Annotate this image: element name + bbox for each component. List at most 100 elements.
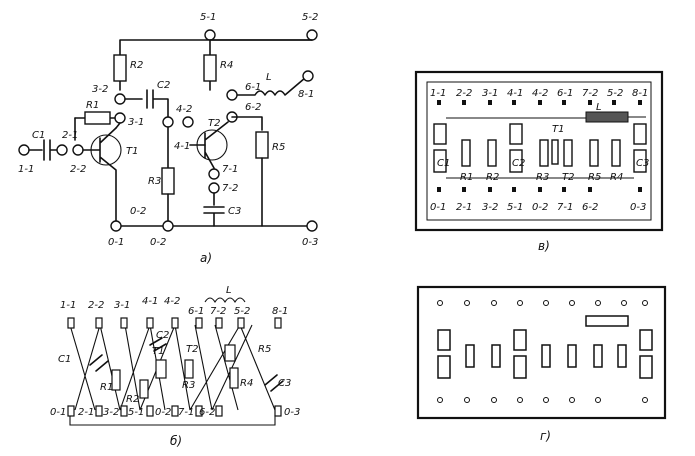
node-3-1	[114, 112, 126, 124]
label-6-1: 6-1	[245, 82, 261, 93]
wiring-lbl-c1: C1	[58, 354, 71, 365]
label-7-1: 7-1	[222, 164, 238, 175]
label-r1: R1	[86, 100, 99, 111]
wiring-top-6-1: 6-1	[188, 306, 204, 317]
wiring-bot-3-2: 3-2	[103, 407, 119, 418]
schematic-panel: 5-1 5-2 R2 R4 L 6-1 6-2 8-1 R5 T2 3-2 3-…	[18, 12, 318, 265]
board-bot-2-1: 2-1	[456, 202, 472, 213]
board-bot-7-1: 7-1	[557, 202, 573, 213]
board-lbl-r2: R2	[486, 172, 499, 183]
wiring-lbl-t2: T2	[186, 344, 198, 355]
wiring-top-1-1: 1-1	[60, 300, 76, 311]
label-c1: C1	[32, 130, 45, 141]
caption-b: б)	[170, 434, 182, 448]
wiring-top-2-2: 2-2	[88, 300, 104, 311]
node-8-1	[302, 70, 314, 82]
board-top-8-1: 8-1	[632, 88, 648, 99]
wiring-top-4-1: 4-1	[142, 296, 158, 307]
board-top-2-2: 2-2	[456, 88, 472, 99]
label-c3: C3	[228, 206, 241, 217]
board-inductor-l	[585, 111, 629, 123]
board-lbl-t2: T2	[562, 172, 574, 183]
node-2-2	[72, 144, 84, 156]
board-top-7-2: 7-2	[582, 88, 598, 99]
label-2-1: 2-1	[62, 130, 78, 141]
node-5-1	[204, 29, 216, 41]
wiring-top-4-2: 4-2	[164, 296, 180, 307]
label-2-2: 2-2	[70, 164, 86, 175]
board-top-1-1: 1-1	[430, 88, 446, 99]
node-0-2	[162, 220, 174, 232]
node-0-1	[110, 220, 122, 232]
label-4-2: 4-2	[176, 104, 192, 115]
node-4-2	[182, 116, 194, 128]
board-lbl-r3: R3	[536, 172, 549, 183]
node-6-1	[226, 89, 238, 101]
node-5-2	[306, 29, 318, 41]
board-top-3-1: 3-1	[482, 88, 498, 99]
board-bot-0-2: 0-2	[532, 202, 548, 213]
wiring-lbl-t1: T1	[152, 346, 164, 357]
wiring-lbl-r3: R3	[182, 380, 195, 391]
wiring-bot-0-2: 0-2	[155, 407, 171, 418]
node-0-3	[306, 220, 318, 232]
resistor-r2	[113, 54, 127, 82]
wiring-lbl-r5: R5	[258, 344, 271, 355]
wiring-lbl-r2: R2	[126, 394, 139, 405]
label-6-2: 6-2	[245, 102, 261, 113]
board-r4	[611, 139, 621, 167]
node-1-1	[18, 144, 30, 156]
caption-v: в)	[538, 239, 550, 253]
label-r5: R5	[272, 142, 285, 153]
wiring-top-8-1: 8-1	[272, 306, 288, 317]
resistor-r5	[255, 131, 269, 159]
wiring-lbl-c2: C2	[156, 330, 169, 341]
label-0-2-top: 0-2	[130, 206, 146, 217]
label-3-2: 3-2	[92, 84, 108, 95]
board-t1	[551, 139, 559, 165]
label-r4: R4	[220, 60, 233, 71]
label-0-1: 0-1	[108, 237, 124, 248]
label-t1: T1	[126, 146, 138, 157]
label-8-1: 8-1	[298, 89, 314, 100]
board-lbl-t1: T1	[552, 124, 564, 135]
wiring-bot-0-3: 0-3	[284, 407, 300, 418]
board-c1	[433, 149, 447, 173]
node-3-2	[114, 93, 126, 105]
board-top-4-1: 4-1	[507, 88, 523, 99]
board-bot-6-2: 6-2	[582, 202, 598, 213]
label-r3: R3	[148, 176, 161, 187]
wiring-bot-5-1: 5-1	[128, 407, 144, 418]
label-7-2: 7-2	[222, 183, 238, 194]
wiring-top-5-2: 5-2	[234, 306, 250, 317]
label-5-1: 5-1	[200, 12, 216, 23]
board-bot-3-2: 3-2	[482, 202, 498, 213]
wiring-bot-7-1: 7-1	[178, 407, 194, 418]
label-3-1: 3-1	[128, 117, 144, 128]
wiring-top-3-1: 3-1	[114, 300, 130, 311]
wiring-bot-6-2: 6-2	[199, 407, 215, 418]
board-lbl-r1: R1	[460, 172, 473, 183]
label-l: L	[266, 72, 272, 83]
board-top-4-2: 4-2	[532, 88, 548, 99]
node-2-1	[56, 144, 68, 156]
wiring-lbl-r4: R4	[240, 378, 253, 389]
label-0-3: 0-3	[302, 237, 318, 248]
board-layout-panel: 1-1 2-2 3-1 4-1 4-2 6-1 7-2 5-2 8-1 0-1 …	[414, 70, 664, 253]
board-lbl-c3: C3	[636, 158, 649, 169]
board-lbl-r4: R4	[610, 172, 623, 183]
label-5-2: 5-2	[302, 12, 318, 23]
board-photo-panel: г)	[416, 285, 667, 443]
caption-g: г)	[540, 429, 551, 443]
resistor-r1	[84, 111, 111, 125]
wiring-bot-0-1: 0-1	[50, 407, 66, 418]
label-c2: C2	[157, 80, 170, 91]
board-lbl-l: L	[596, 102, 602, 113]
board-r5	[589, 139, 599, 167]
wiring-lbl-c3: C3	[278, 378, 291, 389]
board-r1	[461, 139, 471, 167]
board-bot-5-1: 5-1	[507, 202, 523, 213]
wiring-bot-2-1: 2-1	[78, 407, 94, 418]
node-7-1	[208, 168, 220, 180]
resistor-r3	[161, 167, 175, 195]
